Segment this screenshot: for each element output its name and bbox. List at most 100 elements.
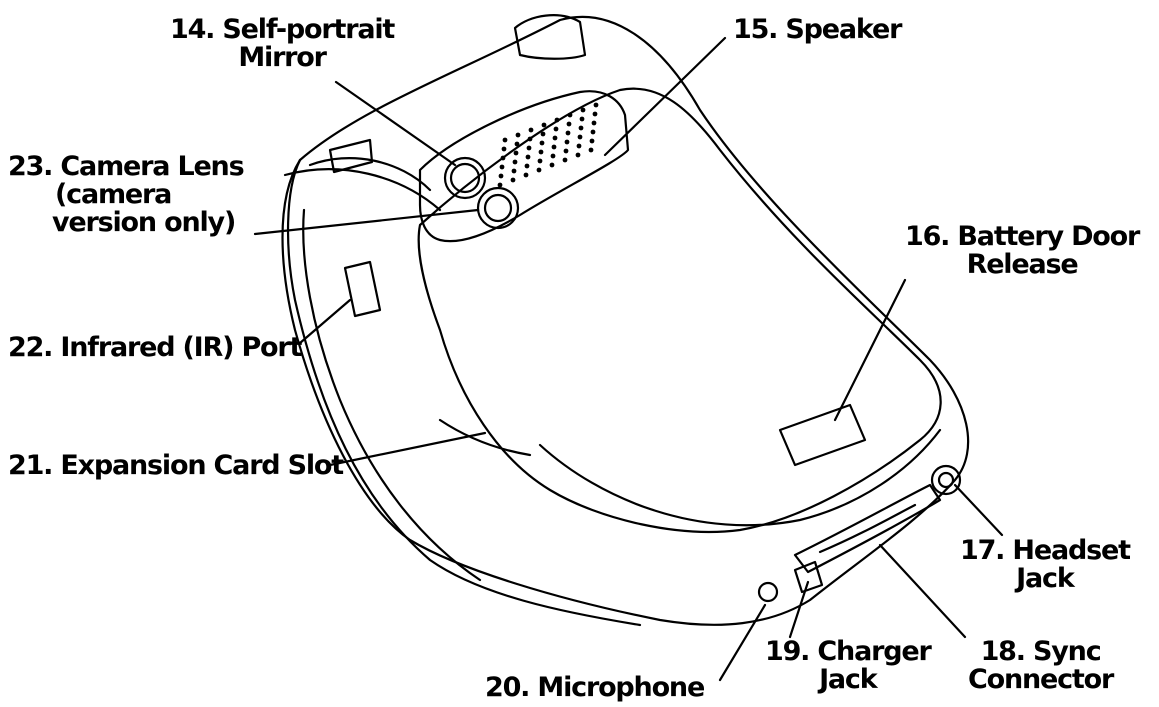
microphone-shape xyxy=(757,581,779,603)
device-outer-shell xyxy=(281,15,970,626)
speaker-hole xyxy=(524,163,530,169)
speaker-hole xyxy=(549,162,555,168)
label-headset-jack: 17. Headset Jack xyxy=(960,535,1131,594)
camera-housing xyxy=(418,90,630,243)
speaker-hole xyxy=(576,143,582,149)
label-speaker: 15. Speaker xyxy=(733,14,902,45)
speaker-hole xyxy=(536,167,542,173)
label-line: version only) xyxy=(52,207,236,238)
speaker-hole xyxy=(539,140,545,146)
speaker-hole xyxy=(592,111,598,117)
label-microphone: 20. Microphone xyxy=(485,672,705,703)
speaker-hole xyxy=(512,159,518,165)
speaker-hole xyxy=(554,117,560,123)
speaker-hole xyxy=(515,132,521,138)
leader-18 xyxy=(878,543,967,639)
speaker-hole xyxy=(566,121,572,127)
speaker-hole xyxy=(510,177,516,183)
speaker-hole xyxy=(537,158,543,164)
battery-door-release-shape xyxy=(778,403,867,467)
speaker-hole xyxy=(565,130,571,136)
sync-connector-shape xyxy=(793,483,942,574)
speaker-hole xyxy=(562,157,568,163)
speaker-hole xyxy=(500,155,506,161)
label-line: (camera xyxy=(55,179,172,210)
speaker-hole xyxy=(593,102,599,108)
speaker-hole xyxy=(590,129,596,135)
label-line: Jack xyxy=(819,664,878,695)
speaker-hole xyxy=(525,154,531,160)
label-line: 17. Headset xyxy=(960,535,1131,566)
label-line: Mirror xyxy=(238,42,327,73)
label-charger-jack: 19. Charger Jack xyxy=(765,636,932,695)
speaker-hole xyxy=(511,168,517,174)
device-side-band xyxy=(286,158,642,627)
speaker-hole xyxy=(523,172,529,178)
speaker-hole xyxy=(575,152,581,158)
speaker-hole xyxy=(538,149,544,155)
speaker-hole xyxy=(553,126,559,132)
speaker-hole xyxy=(551,144,557,150)
label-self-portrait-mirror: 14. Self-portrait Mirror xyxy=(170,14,395,73)
label-line: 20. Microphone xyxy=(485,672,705,703)
speaker-hole xyxy=(501,146,507,152)
speaker-hole xyxy=(498,173,504,179)
label-expansion-card-slot: 21. Expansion Card Slot xyxy=(8,450,344,481)
label-sync-connector: 18. Sync Connector xyxy=(968,636,1114,695)
speaker-hole xyxy=(497,182,503,188)
speaker-hole xyxy=(589,138,595,144)
label-line: 16. Battery Door xyxy=(905,221,1140,252)
leader-23 xyxy=(253,208,480,236)
speaker-hole xyxy=(579,116,585,122)
speaker-hole xyxy=(526,145,532,151)
speaker-hole xyxy=(502,137,508,143)
ir-port-shape xyxy=(343,260,382,318)
speaker-grille xyxy=(497,102,599,188)
label-line: 14. Self-portrait xyxy=(170,14,395,45)
speaker-hole xyxy=(591,120,597,126)
leader-16 xyxy=(833,278,907,422)
label-line: 22. Infrared (IR) Port xyxy=(8,332,302,363)
leader-17 xyxy=(953,483,1004,537)
label-line: 15. Speaker xyxy=(733,14,902,45)
label-line: 18. Sync xyxy=(980,636,1102,667)
leader-15 xyxy=(603,36,727,157)
speaker-hole xyxy=(527,136,533,142)
leader-22 xyxy=(298,298,352,345)
leader-14 xyxy=(334,80,457,167)
label-line: 19. Charger xyxy=(765,636,932,667)
speaker-hole xyxy=(514,141,520,147)
speaker-hole xyxy=(541,122,547,128)
speaker-hole xyxy=(513,150,519,156)
speaker-hole xyxy=(578,125,584,131)
self-portrait-mirror-shape xyxy=(443,156,487,200)
camera-lens-shape xyxy=(476,186,520,230)
speaker-hole xyxy=(563,148,569,154)
label-camera-lens: 23. Camera Lens (camera version only) xyxy=(8,151,245,238)
headset-jack-shape xyxy=(930,464,962,496)
label-infrared-port: 22. Infrared (IR) Port xyxy=(8,332,302,363)
label-battery-door-release: 16. Battery Door Release xyxy=(905,221,1140,280)
speaker-hole xyxy=(567,112,573,118)
antenna-bump xyxy=(513,14,587,60)
charger-jack-shape xyxy=(793,560,824,594)
speaker-hole xyxy=(528,127,534,133)
label-line: Release xyxy=(966,249,1079,280)
device-back-plate xyxy=(417,87,942,533)
label-line: Connector xyxy=(968,664,1114,695)
speaker-hole xyxy=(580,107,586,113)
speaker-hole xyxy=(552,135,558,141)
speaker-hole xyxy=(577,134,583,140)
leader-19 xyxy=(788,580,810,639)
speaker-hole xyxy=(499,164,505,170)
label-line: 21. Expansion Card Slot xyxy=(8,450,344,481)
speaker-hole xyxy=(588,147,594,153)
speaker-hole xyxy=(550,153,556,159)
speaker-hole xyxy=(540,131,546,137)
label-line: 23. Camera Lens xyxy=(8,151,245,182)
label-line: Jack xyxy=(1016,563,1075,594)
leader-21 xyxy=(328,431,487,467)
speaker-hole xyxy=(564,139,570,145)
leader-20 xyxy=(718,603,767,682)
